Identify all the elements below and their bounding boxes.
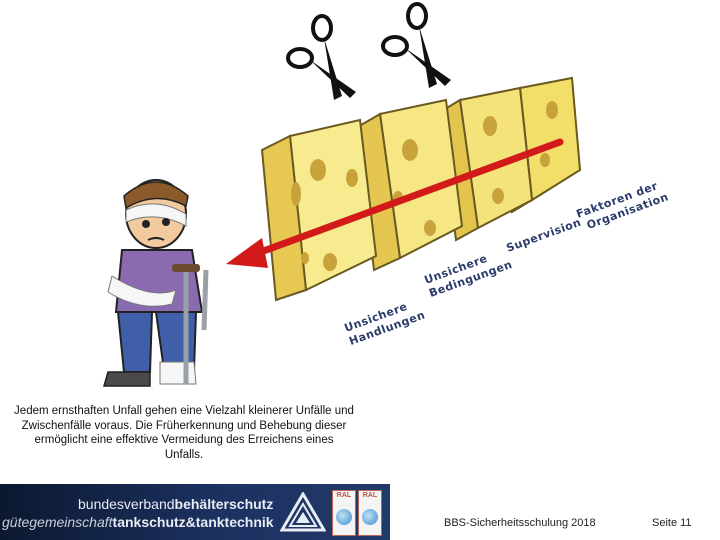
ral-badge-disc bbox=[362, 509, 378, 525]
cheese-slice-handlungen bbox=[260, 118, 378, 302]
injured-person-figure bbox=[103, 179, 209, 387]
ral-badge-icon: RAL bbox=[358, 490, 382, 536]
caption-text: Jedem ernsthaften Unfall gehen eine Viel… bbox=[14, 405, 354, 461]
ral-badge-label: RAL bbox=[362, 492, 378, 499]
banner-line-1: bundesverbandbehälterschutz bbox=[78, 496, 273, 512]
cheese-slice-bedingungen bbox=[354, 98, 464, 272]
banner-line1-bold: behälterschutz bbox=[174, 496, 274, 512]
banner-line-2: gütegemeinschafttankschutz&tanktechnik bbox=[2, 514, 274, 530]
label-supervision: Supervision bbox=[505, 216, 583, 255]
footer-title: BBS-Sicherheitsschulung 2018 bbox=[444, 517, 596, 529]
swiss-cheese-illustration: Unsichere Handlungen Unsichere Bedingung… bbox=[103, 2, 671, 387]
svg-text:Supervision: Supervision bbox=[505, 216, 583, 255]
label-faktoren-organisation: Faktoren der Organisation bbox=[575, 179, 671, 232]
scissors-icon bbox=[381, 2, 451, 88]
label-unsichere-handlungen: Unsichere Handlungen bbox=[343, 300, 427, 348]
ral-badge-disc bbox=[336, 509, 352, 525]
page-number: Seite 11 bbox=[652, 517, 692, 529]
hazard-arrow bbox=[226, 138, 564, 268]
triangle-logo-icon bbox=[280, 492, 326, 532]
banner-line1-regular: bundesverband bbox=[78, 496, 175, 512]
footer-banner: bundesverbandbehälterschutz gütegemeinsc… bbox=[0, 484, 390, 540]
banner-line2-regular: gütegemeinschaft bbox=[2, 514, 113, 530]
ral-badge-label: RAL bbox=[336, 492, 352, 499]
banner-line2-bold: tankschutz&tanktechnik bbox=[112, 514, 274, 530]
label-unsichere-bedingungen: Unsichere Bedingungen bbox=[423, 252, 514, 300]
ral-badge-icon: RAL bbox=[332, 490, 356, 536]
scissors-icon bbox=[286, 14, 356, 100]
